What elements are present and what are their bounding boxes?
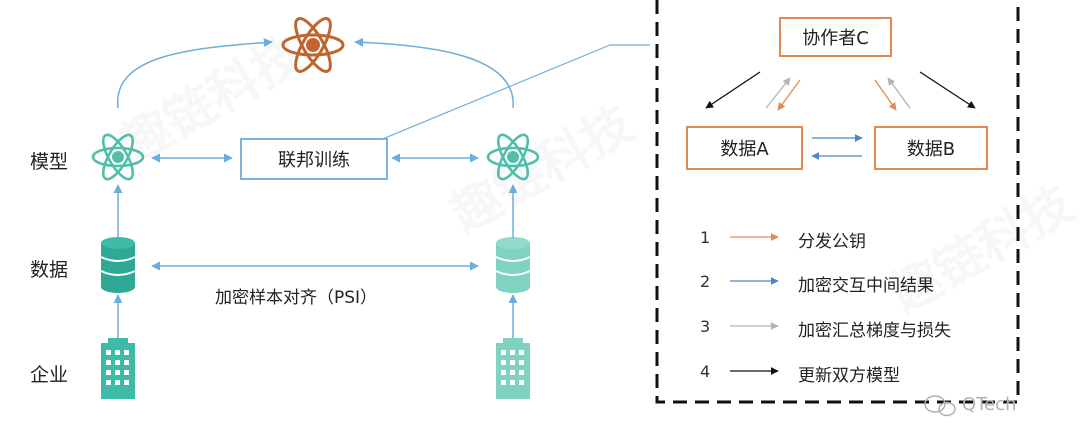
c-to-b-key-arrow (874, 79, 897, 111)
legend-num-1: 1 (700, 228, 711, 247)
company-b-building-icon (496, 338, 530, 399)
legend-num-4: 4 (700, 362, 711, 381)
legend-text-1: 分发公钥 (798, 232, 866, 252)
legend-text-3: 加密汇总梯度与损失 (798, 321, 951, 341)
wechat-label: QTech (962, 394, 1017, 415)
company-a-building-icon (101, 338, 135, 399)
model-b-atom-icon (486, 133, 540, 181)
upload-curve-right (354, 37, 514, 109)
legend-text-2: 加密交互中间结果 (798, 276, 934, 296)
data-a-box: 数据A (686, 126, 803, 170)
legend-num-2: 2 (700, 272, 711, 291)
row-label-data: 数据 (30, 259, 69, 281)
row-label-model: 模型 (30, 151, 69, 173)
row-label-company: 企业 (30, 364, 69, 386)
database-b-icon (495, 237, 531, 293)
callout-line (379, 44, 611, 141)
collaborator-c-box: 协作者C (779, 17, 892, 57)
data-b-box: 数据B (874, 126, 988, 170)
wechat-icon (924, 395, 956, 417)
c-to-a-update-arrow (705, 71, 761, 109)
global-model-atom-icon (281, 17, 345, 73)
detail-panel-border (655, 0, 1020, 404)
database-a-icon (100, 237, 136, 293)
upload-curve-left (117, 38, 273, 109)
b-to-c-gradient-arrow (887, 77, 911, 109)
legend-text-4: 更新双方模型 (798, 366, 900, 386)
c-to-a-key-arrow (777, 79, 801, 111)
federated-training-box: 联邦训练 (240, 138, 388, 180)
model-a-atom-icon (91, 133, 145, 181)
legend-num-3: 3 (700, 317, 711, 336)
psi-label: 加密样本对齐（PSI） (215, 288, 378, 308)
a-to-c-gradient-arrow (765, 77, 791, 109)
c-to-b-update-arrow (919, 71, 976, 109)
